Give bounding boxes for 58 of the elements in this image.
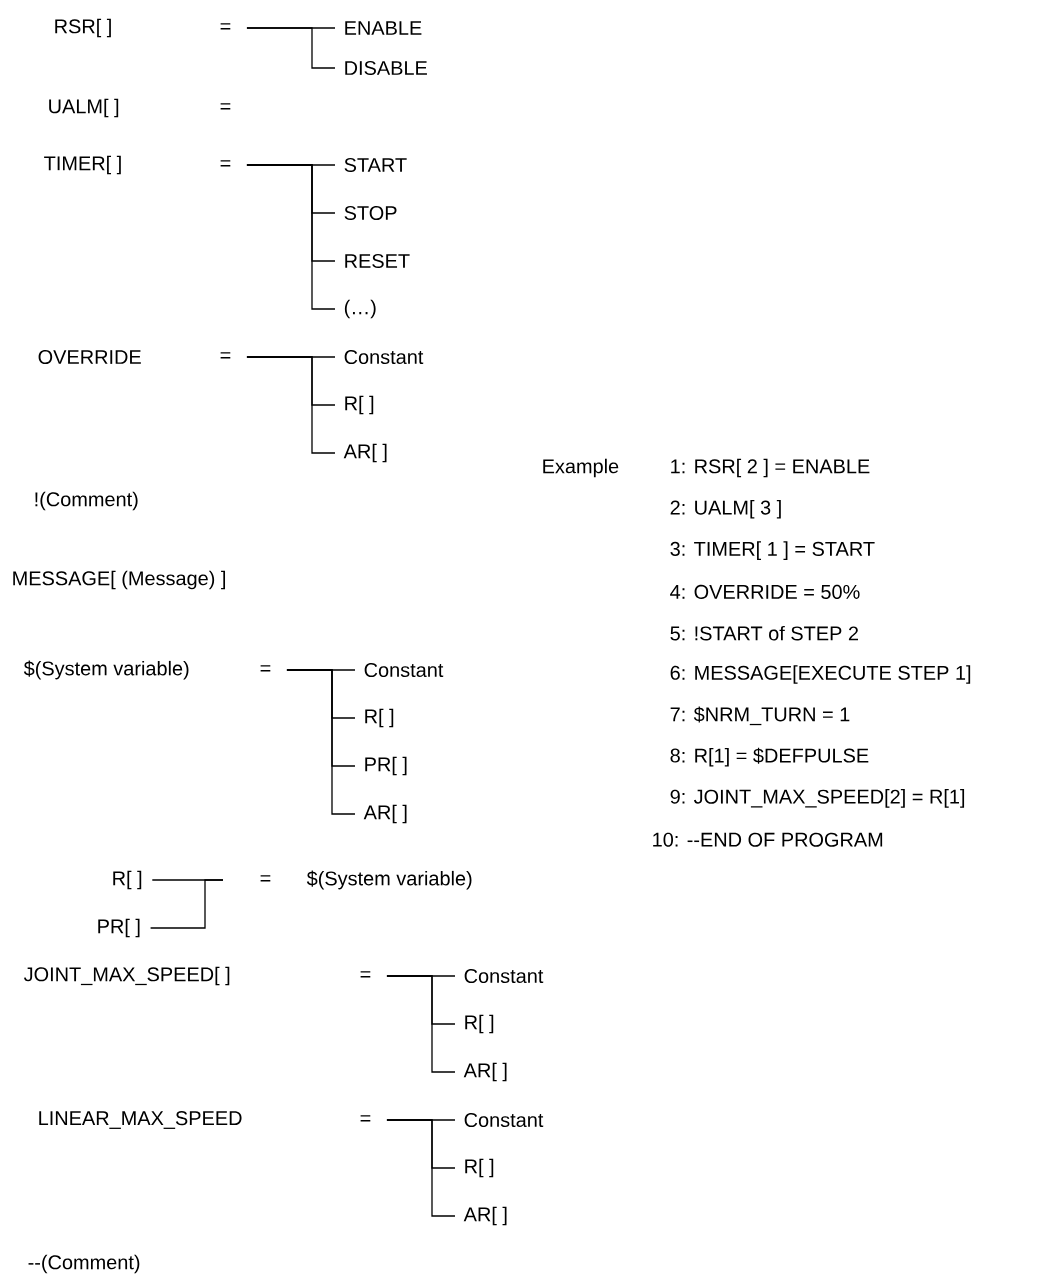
branch-line (386, 975, 456, 1073)
option-text: R[ ] (113, 870, 142, 890)
example-line: 3: TIMER[ 1 ] = START (670, 541, 875, 560)
option-text: R[ ] (345, 395, 374, 415)
option-text: AR[ ] (463, 1062, 507, 1082)
option-text: AR[ ] (363, 804, 407, 824)
command-keyword: LINEAR_MAX_SPEED (39, 1111, 242, 1129)
branch-line (246, 164, 336, 310)
command-keyword: TIMER[ ] (44, 155, 121, 175)
option-text: R[ ] (465, 1158, 494, 1178)
example-heading: Example (543, 458, 619, 478)
equals-sign: = (260, 665, 271, 672)
branch-line (149, 879, 224, 929)
example-line: 8: R[1] = $DEFPULSE (670, 747, 869, 767)
option-text: R[ ] (365, 708, 394, 728)
option-text: RESET (345, 253, 410, 269)
example-line: 2: UALM[ 3 ] (670, 500, 781, 519)
command-keyword: OVERRIDE (38, 349, 141, 365)
comment-text: !(Comment) (35, 491, 138, 511)
equals-sign: = (220, 160, 231, 167)
equals-sign: = (260, 875, 271, 882)
example-line: 4: OVERRIDE = 50% (670, 584, 860, 599)
example-line: 6: MESSAGE[EXECUTE STEP 1] (670, 665, 971, 684)
equals-sign: = (220, 103, 231, 110)
command-keyword: JOINT_MAX_SPEED[ ] (23, 966, 230, 986)
comment-text: --(Comment) (28, 1254, 140, 1274)
branch-line (246, 356, 336, 454)
equals-sign: = (220, 352, 231, 359)
option-text: PR[ ] (365, 756, 407, 776)
equals-sign: = (220, 23, 231, 30)
equals-sign: = (360, 1115, 371, 1122)
branch-line (246, 27, 336, 69)
option-text: (…) (344, 299, 376, 319)
command-keyword: UALM[ ] (49, 98, 119, 118)
option-text: PR[ ] (98, 918, 140, 938)
command-keyword: MESSAGE[ (Message) ] (13, 570, 225, 590)
example-line: 10: --END OF PROGRAM (653, 832, 883, 847)
example-line: 7: $NRM_TURN = 1 (670, 706, 850, 726)
command-keyword: $(System variable) (306, 870, 472, 890)
example-line: 9: JOINT_MAX_SPEED[2] = R[1] (670, 789, 965, 808)
command-keyword: $(System variable) (23, 660, 189, 680)
branch-line (286, 669, 356, 815)
option-text: Constant (464, 1112, 544, 1128)
option-text: AR[ ] (343, 443, 387, 463)
option-text: START (344, 157, 407, 173)
option-text: ENABLE (345, 21, 422, 35)
option-text: Constant (344, 349, 424, 365)
branch-line (386, 1119, 456, 1217)
option-text: Constant (364, 662, 444, 678)
command-keyword: RSR[ ] (55, 18, 111, 38)
option-text: Constant (464, 968, 544, 984)
option-text: R[ ] (465, 1014, 494, 1034)
option-text: DISABLE (345, 60, 427, 76)
option-text: STOP (344, 205, 397, 221)
example-line: 5: !START of STEP 2 (670, 625, 858, 641)
equals-sign: = (360, 971, 371, 978)
example-line: 1: RSR[ 2 ] = ENABLE (671, 458, 870, 478)
option-text: AR[ ] (463, 1206, 507, 1226)
